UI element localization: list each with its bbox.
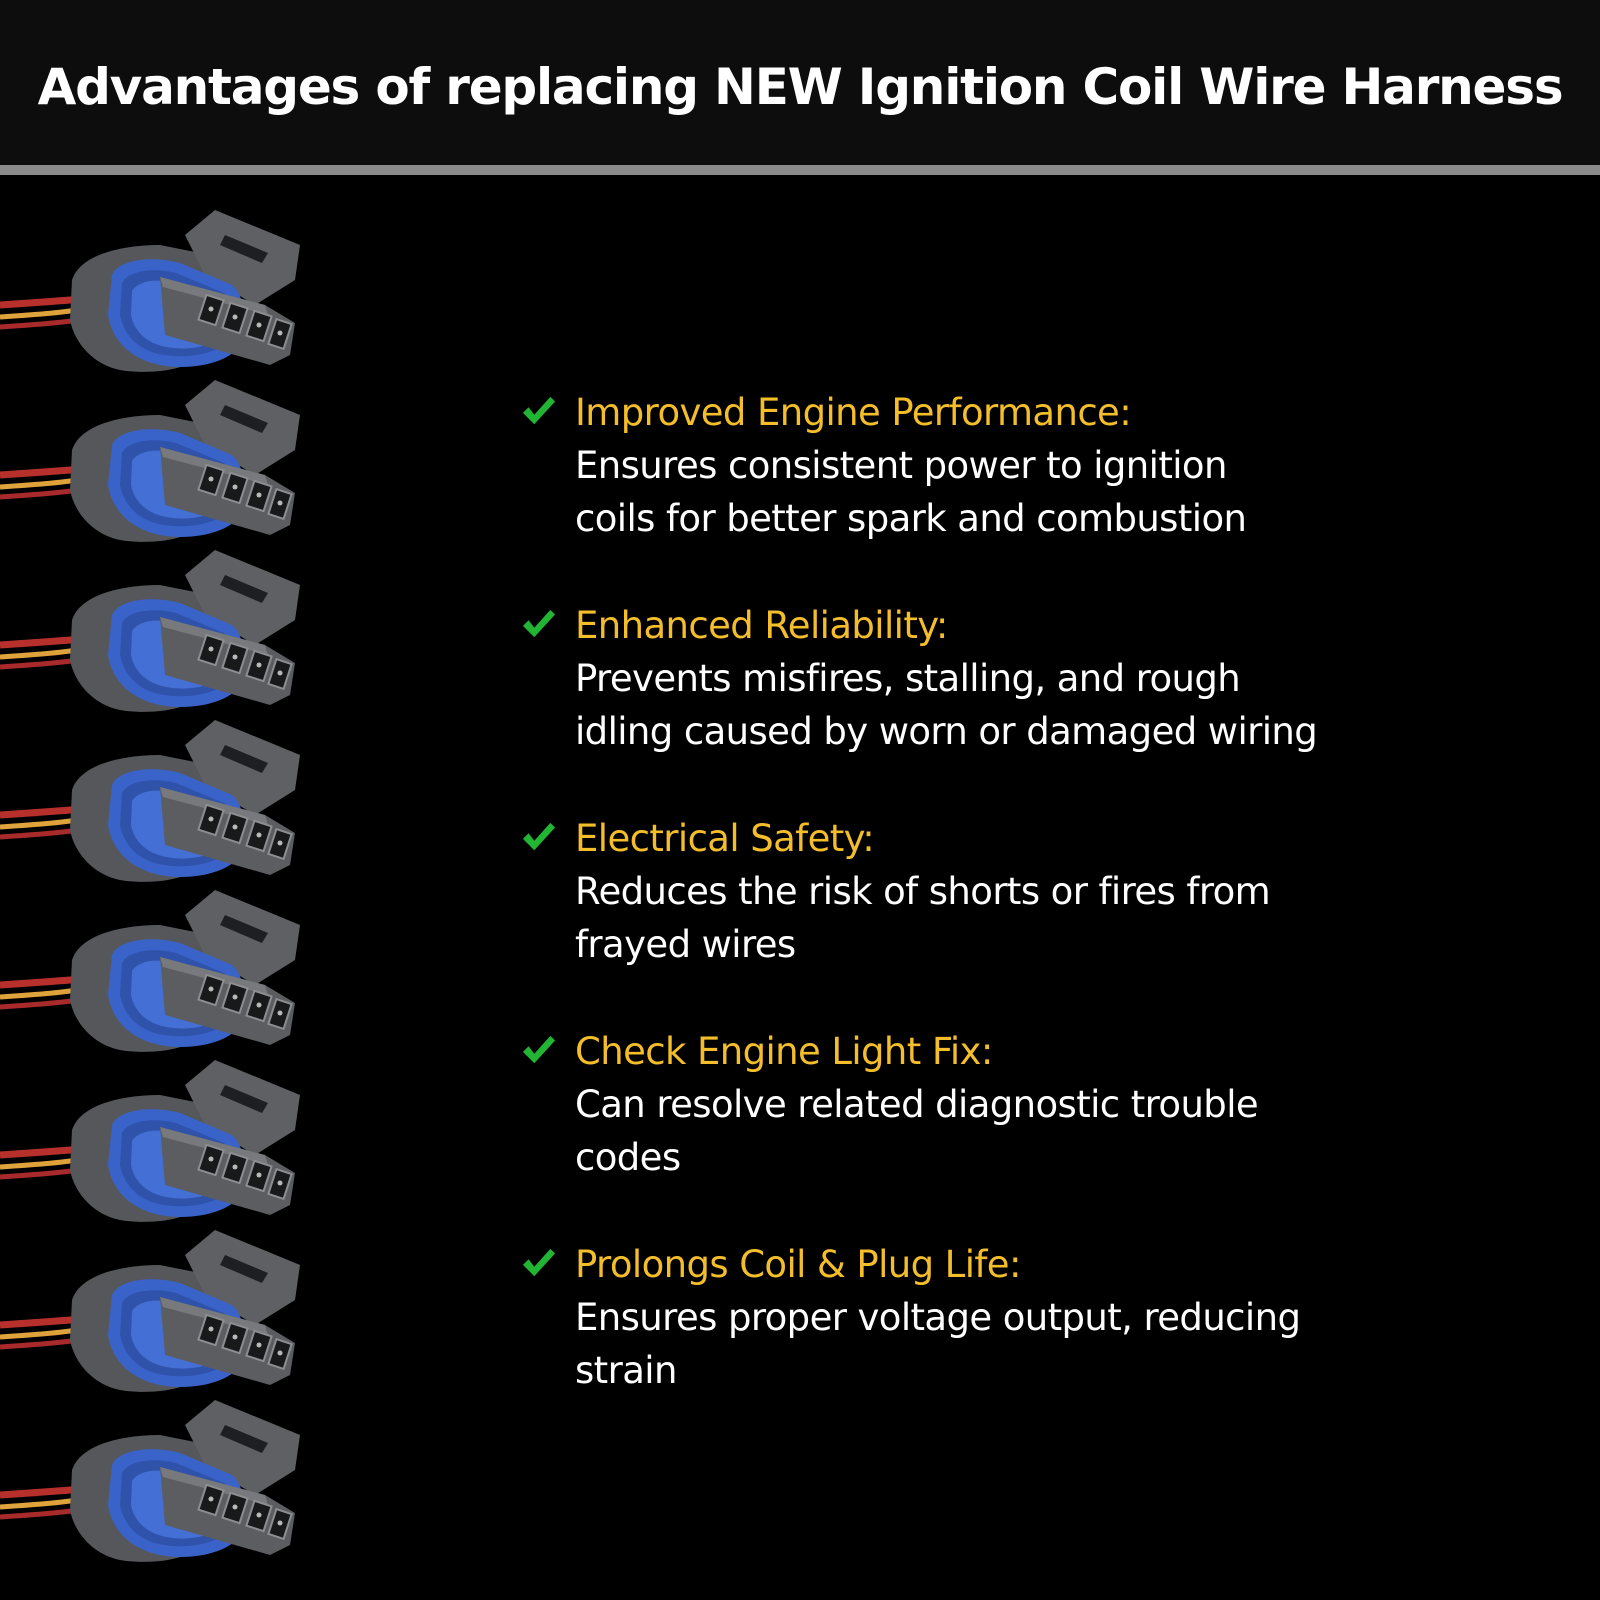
feature-description-line: Prevents misfires, stalling, and rough bbox=[575, 657, 1241, 700]
feature-title: Check Engine Light Fix: bbox=[575, 1030, 993, 1073]
feature-item: Enhanced Reliability: Prevents misfires,… bbox=[520, 599, 1520, 812]
header: Advantages of replacing NEW Ignition Coi… bbox=[0, 0, 1600, 165]
ignition-coil-connector-icon bbox=[0, 1055, 310, 1225]
connector-column bbox=[0, 205, 320, 1575]
feature-description-line: Can resolve related diagnostic trouble bbox=[575, 1083, 1259, 1126]
feature-title: Enhanced Reliability: bbox=[575, 604, 948, 647]
checkmark-icon bbox=[522, 1248, 556, 1277]
feature-list: Improved Engine Performance: Ensures con… bbox=[520, 386, 1520, 1451]
feature-description-line: Ensures proper voltage output, reducing bbox=[575, 1296, 1301, 1339]
ignition-coil-connector-icon bbox=[0, 885, 310, 1055]
feature-description-line: idling caused by worn or damaged wiring bbox=[575, 710, 1318, 753]
feature-description-line: frayed wires bbox=[575, 923, 796, 966]
feature-item: Prolongs Coil & Plug Life: Ensures prope… bbox=[520, 1238, 1520, 1451]
feature-item: Electrical Safety: Reduces the risk of s… bbox=[520, 812, 1520, 1025]
feature-description-line: coils for better spark and combustion bbox=[575, 497, 1247, 540]
feature-description-line: codes bbox=[575, 1136, 681, 1179]
checkmark-icon bbox=[522, 609, 556, 638]
ignition-coil-connector-icon bbox=[0, 205, 310, 375]
ignition-coil-connector-icon bbox=[0, 375, 310, 545]
ignition-coil-connector-icon bbox=[0, 1225, 310, 1395]
feature-item: Check Engine Light Fix: Can resolve rela… bbox=[520, 1025, 1520, 1238]
checkmark-icon bbox=[522, 1035, 556, 1064]
feature-item: Improved Engine Performance: Ensures con… bbox=[520, 386, 1520, 599]
ignition-coil-connector-icon bbox=[0, 545, 310, 715]
header-divider bbox=[0, 165, 1600, 175]
feature-description-line: Ensures consistent power to ignition bbox=[575, 444, 1227, 487]
feature-title: Prolongs Coil & Plug Life: bbox=[575, 1243, 1021, 1286]
ignition-coil-connector-icon bbox=[0, 1395, 310, 1565]
feature-title: Electrical Safety: bbox=[575, 817, 875, 860]
feature-description-line: Reduces the risk of shorts or fires from bbox=[575, 870, 1271, 913]
checkmark-icon bbox=[522, 822, 556, 851]
feature-title: Improved Engine Performance: bbox=[575, 391, 1132, 434]
ignition-coil-connector-icon bbox=[0, 715, 310, 885]
page-title: Advantages of replacing NEW Ignition Coi… bbox=[37, 58, 1564, 116]
feature-description-line: strain bbox=[575, 1349, 677, 1392]
checkmark-icon bbox=[522, 396, 556, 425]
